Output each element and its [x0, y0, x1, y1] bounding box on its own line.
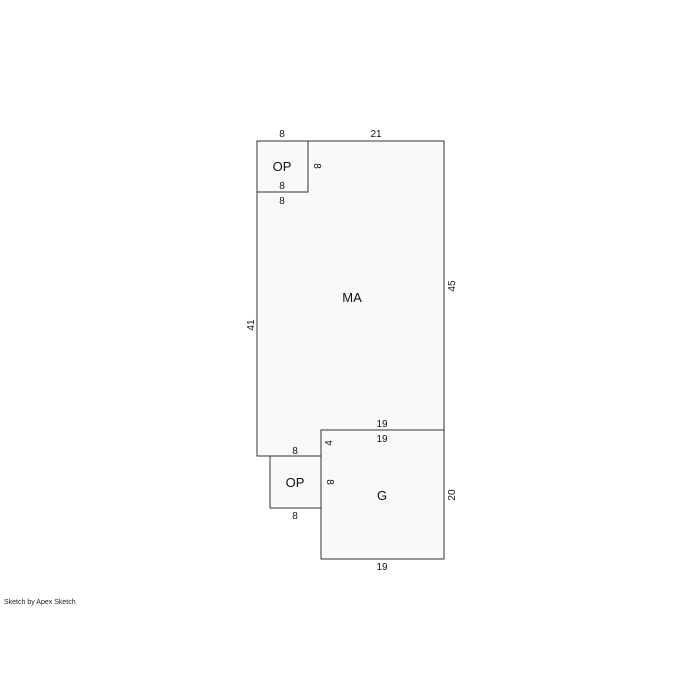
dim-ma-right-height: 45: [447, 280, 458, 292]
porch-bottom-shape: [269, 455, 322, 509]
porch-bottom-label: OP: [286, 475, 305, 490]
dim-op-top-width-top: 8: [279, 129, 285, 140]
main-area-label: MA: [342, 290, 362, 305]
garage-label: G: [377, 488, 387, 503]
dim-garage-top-outer: 19: [376, 419, 388, 430]
dim-ma-step-width: 8: [292, 446, 298, 457]
sketch-credit: Sketch by Apex Sketch: [4, 599, 76, 606]
dim-garage-top-inner: 19: [376, 434, 388, 445]
dim-op-top-width-bottom: 8: [279, 196, 285, 207]
dim-garage-height: 20: [447, 489, 458, 501]
dim-op-bottom-width: 8: [292, 511, 298, 522]
dim-garage-bottom-width: 19: [376, 562, 388, 573]
dim-ma-top-width: 21: [370, 129, 382, 140]
dim-op-top-width-inner: 8: [279, 181, 285, 192]
dim-ma-step-height: 4: [324, 440, 335, 446]
porch-top-shape: [256, 140, 309, 193]
porch-top-label: OP: [273, 159, 292, 174]
dim-op-bottom-side: 8: [324, 479, 335, 485]
dim-op-top-side: 8: [311, 163, 322, 169]
dim-ma-left-height: 41: [246, 319, 257, 331]
